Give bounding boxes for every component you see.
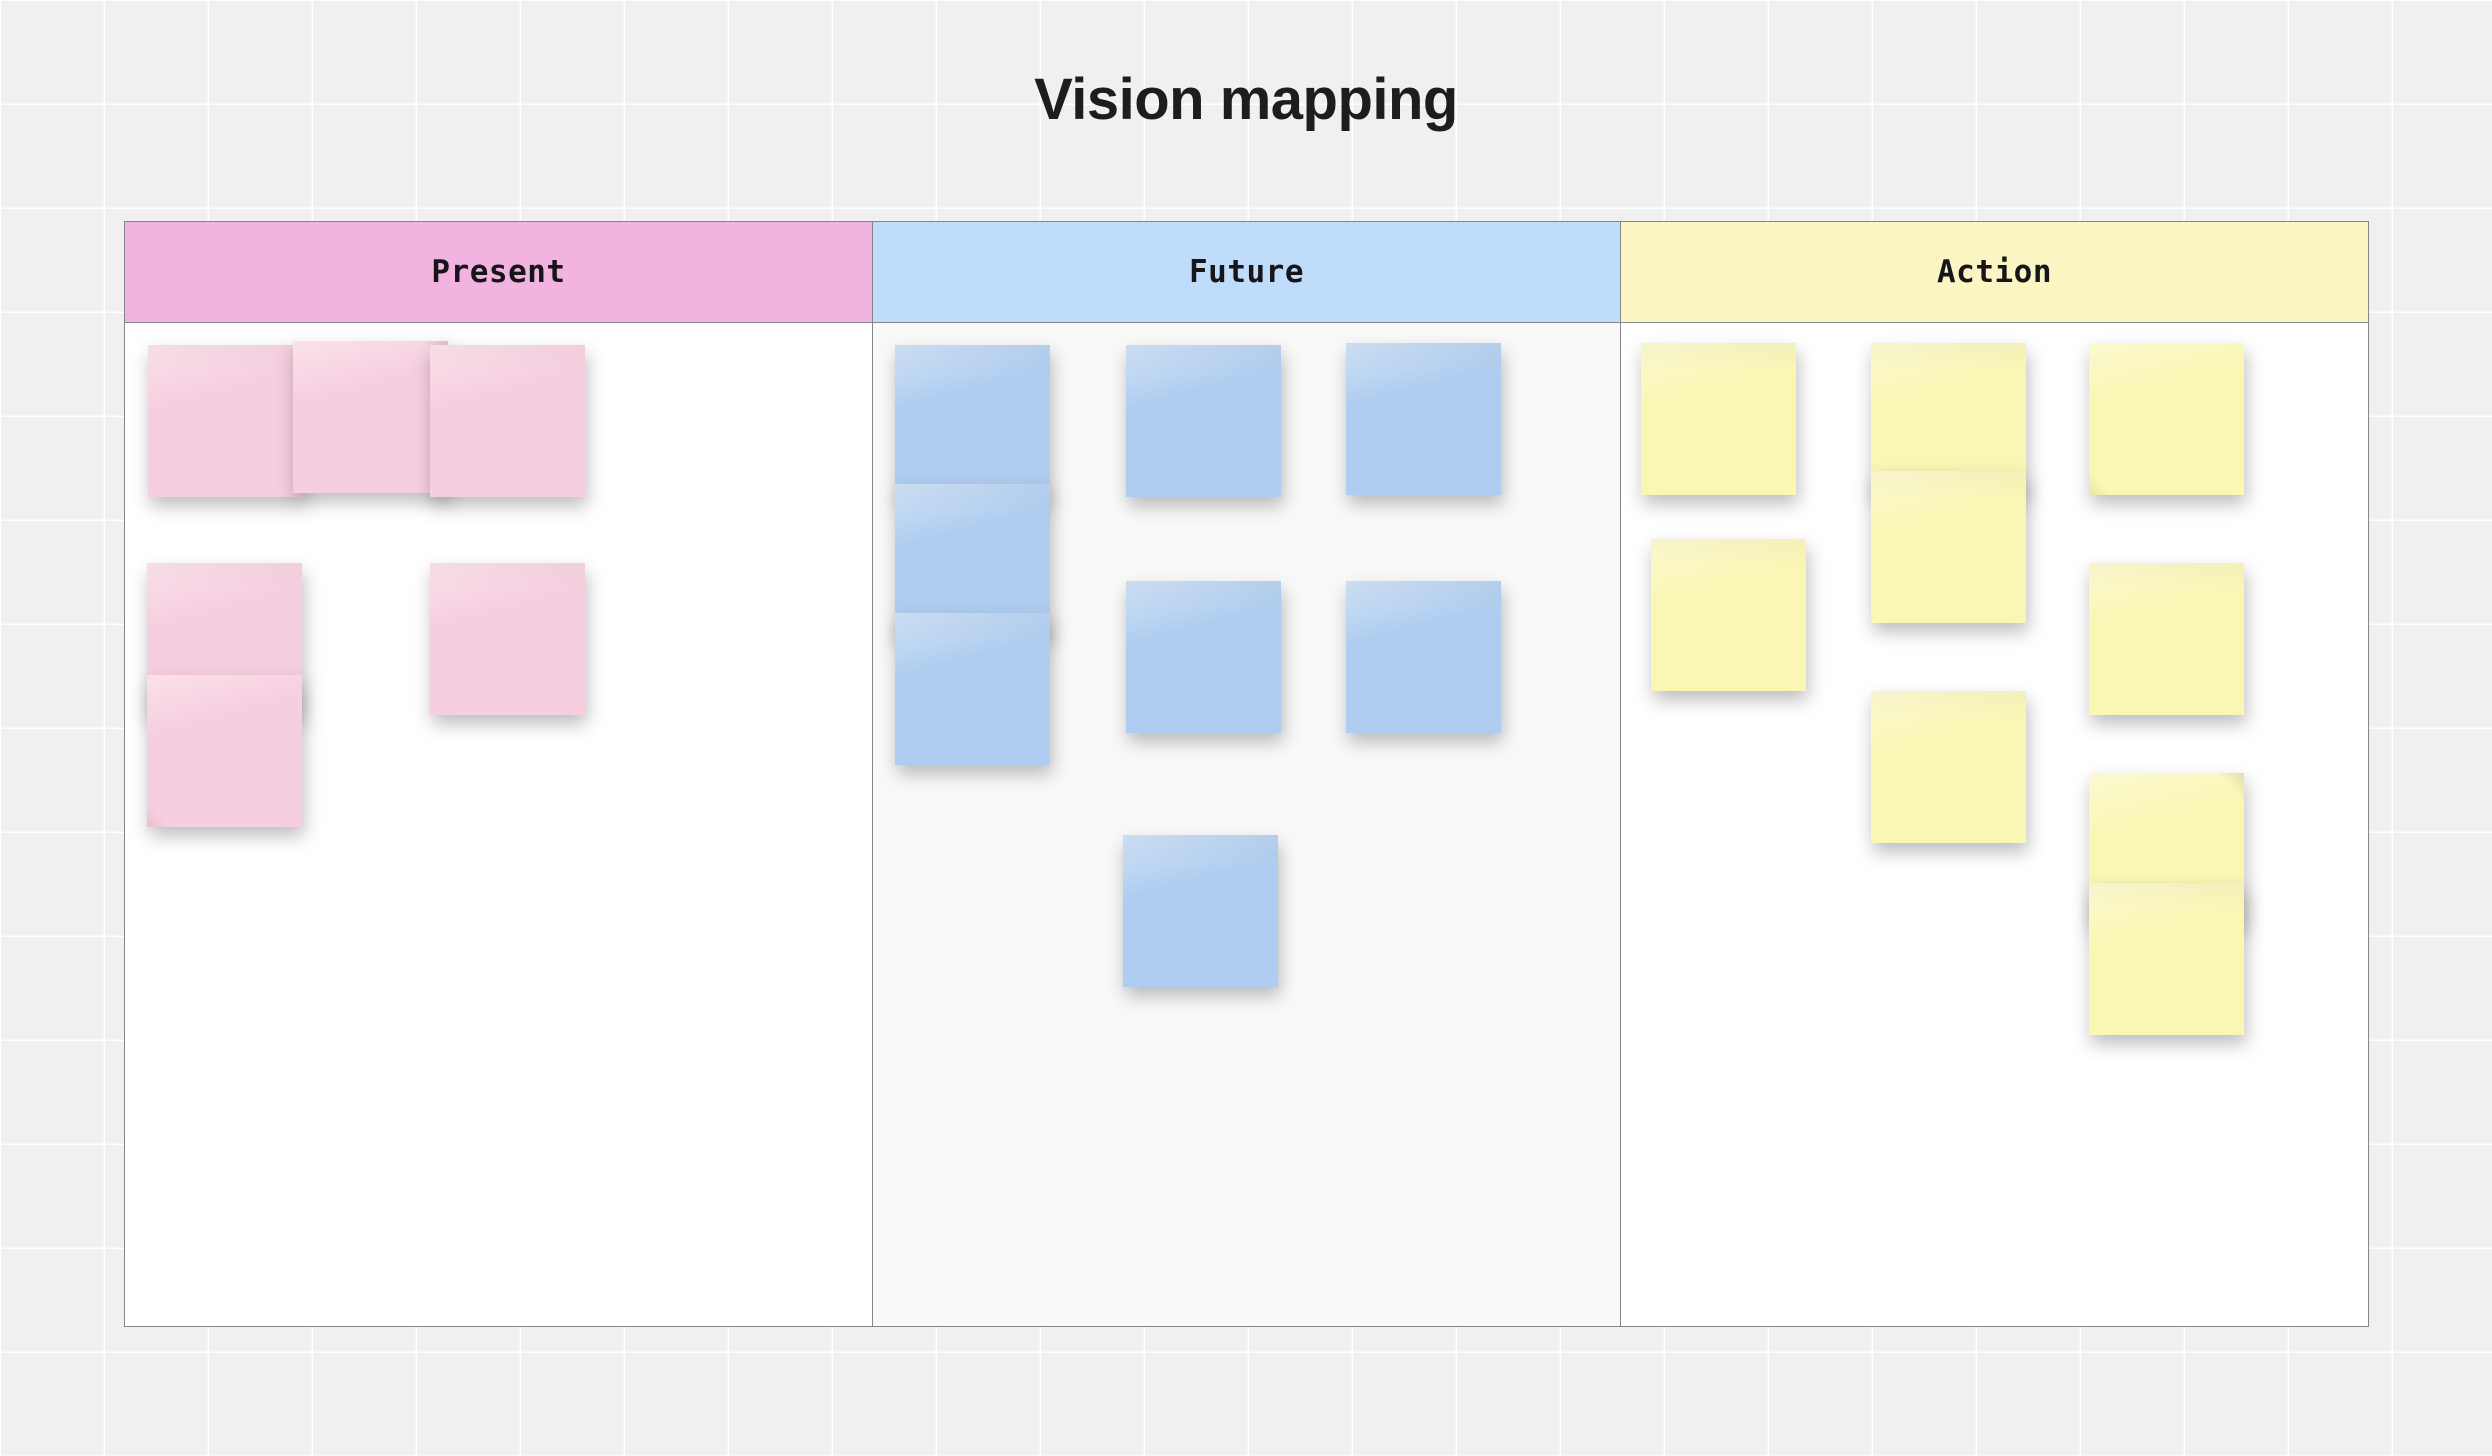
future-note-4[interactable] — [1126, 345, 1281, 497]
sticky-note-text[interactable] — [1356, 591, 1491, 723]
sticky-note-surface — [148, 345, 303, 497]
action-note-5[interactable] — [1871, 691, 2026, 843]
sticky-note-text[interactable] — [1661, 549, 1796, 681]
future-note-5[interactable] — [1346, 343, 1501, 495]
present-note-5[interactable] — [147, 675, 302, 827]
sticky-note-surface — [430, 345, 585, 497]
column-body-present[interactable] — [125, 323, 872, 1326]
sticky-note-text[interactable] — [2099, 573, 2234, 705]
sticky-note-text[interactable] — [440, 573, 575, 705]
action-note-6[interactable] — [2089, 343, 2244, 495]
sticky-note-text[interactable] — [905, 355, 1040, 487]
column-header-present[interactable]: Present — [125, 222, 872, 323]
future-note-7[interactable] — [1346, 581, 1501, 733]
sticky-note-surface — [895, 345, 1050, 497]
column-action[interactable]: Action — [1620, 222, 2368, 1326]
action-note-7[interactable] — [2089, 563, 2244, 715]
sticky-note-text[interactable] — [1651, 353, 1786, 485]
column-future[interactable]: Future — [872, 222, 1620, 1326]
sticky-note-text[interactable] — [303, 351, 438, 483]
sticky-note-text[interactable] — [1881, 701, 2016, 833]
sticky-note-text[interactable] — [1133, 845, 1268, 977]
future-note-6[interactable] — [1126, 581, 1281, 733]
sticky-note-text[interactable] — [440, 355, 575, 487]
future-note-8[interactable] — [1123, 835, 1278, 987]
sticky-note-text[interactable] — [2099, 893, 2234, 1025]
vision-mapping-board: Present Future Action — [124, 221, 2369, 1327]
sticky-note-surface — [430, 563, 585, 715]
present-note-2[interactable] — [293, 341, 448, 493]
column-header-action[interactable]: Action — [1621, 222, 2368, 323]
sticky-note-surface — [895, 613, 1050, 765]
sticky-note-text[interactable] — [157, 685, 292, 817]
sticky-note-surface — [1126, 345, 1281, 497]
sticky-note-surface — [147, 675, 302, 827]
present-note-1[interactable] — [148, 345, 303, 497]
column-present[interactable]: Present — [125, 222, 872, 1326]
sticky-note-surface — [1871, 691, 2026, 843]
sticky-note-text[interactable] — [158, 355, 293, 487]
action-note-4[interactable] — [1871, 471, 2026, 623]
page-title: Vision mapping — [1034, 67, 1458, 132]
sticky-note-surface — [1346, 581, 1501, 733]
action-note-1[interactable] — [1641, 343, 1796, 495]
present-note-6[interactable] — [430, 563, 585, 715]
present-note-3[interactable] — [430, 345, 585, 497]
sticky-note-surface — [2089, 343, 2244, 495]
column-body-future[interactable] — [873, 323, 1620, 1326]
sticky-note-text[interactable] — [1881, 481, 2016, 613]
future-note-3[interactable] — [895, 613, 1050, 765]
sticky-note-surface — [1346, 343, 1501, 495]
sticky-note-text[interactable] — [1136, 355, 1271, 487]
sticky-note-text[interactable] — [1881, 353, 2016, 485]
action-note-2[interactable] — [1651, 539, 1806, 691]
sticky-note-surface — [1641, 343, 1796, 495]
column-body-action[interactable] — [1621, 323, 2368, 1326]
sticky-note-surface — [1871, 471, 2026, 623]
sticky-note-surface — [1651, 539, 1806, 691]
sticky-note-text[interactable] — [905, 623, 1040, 755]
sticky-note-surface — [1123, 835, 1278, 987]
column-header-future[interactable]: Future — [873, 222, 1620, 323]
sticky-note-surface — [2089, 883, 2244, 1035]
sticky-note-text[interactable] — [905, 494, 1040, 626]
sticky-note-surface — [2089, 563, 2244, 715]
sticky-note-text[interactable] — [1136, 591, 1271, 723]
sticky-note-surface — [293, 341, 448, 493]
action-note-9[interactable] — [2089, 883, 2244, 1035]
sticky-note-surface — [1126, 581, 1281, 733]
future-note-1[interactable] — [895, 345, 1050, 497]
sticky-note-text[interactable] — [1356, 353, 1491, 485]
sticky-note-text[interactable] — [2099, 353, 2234, 485]
